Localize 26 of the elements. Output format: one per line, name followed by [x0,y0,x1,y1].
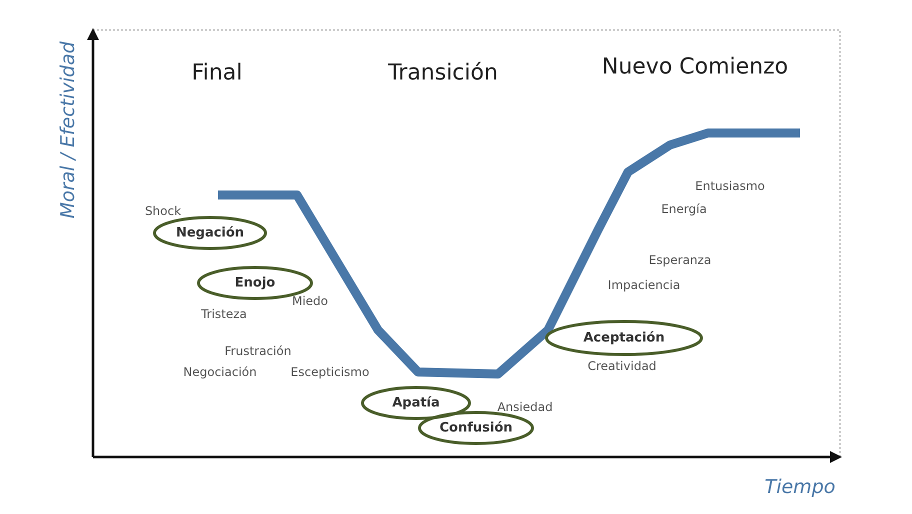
emotion-label: Impaciencia [608,278,680,292]
emotion-label: Tristeza [201,307,247,321]
stage-name: Enojo [234,276,276,290]
emotion-label: Frustración [224,344,292,358]
emotion-label: Shock [144,204,182,218]
emotion-label: Entusiasmo [695,179,765,193]
axis-title: Moral / Efectividad [57,41,79,219]
stage-name: Apatía [391,396,441,410]
phase-heading: Nuevo Comienzo [602,54,788,80]
stage-ellipse [418,411,534,445]
emotion-label: Creatividad [588,359,656,373]
stage-ellipse [361,386,471,420]
stage-ellipse [545,320,703,356]
stage-ellipse [153,216,267,250]
stage-name: Confusión [438,420,514,436]
emotion-label: Esperanza [648,253,712,267]
emotion-label: Miedo [292,294,328,308]
emotion-label: Energía [661,202,707,216]
emotion-label: Negociación [183,365,257,379]
emotion-label: Ansiedad [497,400,553,414]
stage-name: Aceptación [582,330,666,346]
stage-name: Negación [174,226,246,240]
phase-heading: Transición [388,60,498,86]
phase-heading: Final [192,60,242,86]
emotion-label: Escepticismo [290,365,370,379]
axis-title: Tiempo [764,476,836,498]
